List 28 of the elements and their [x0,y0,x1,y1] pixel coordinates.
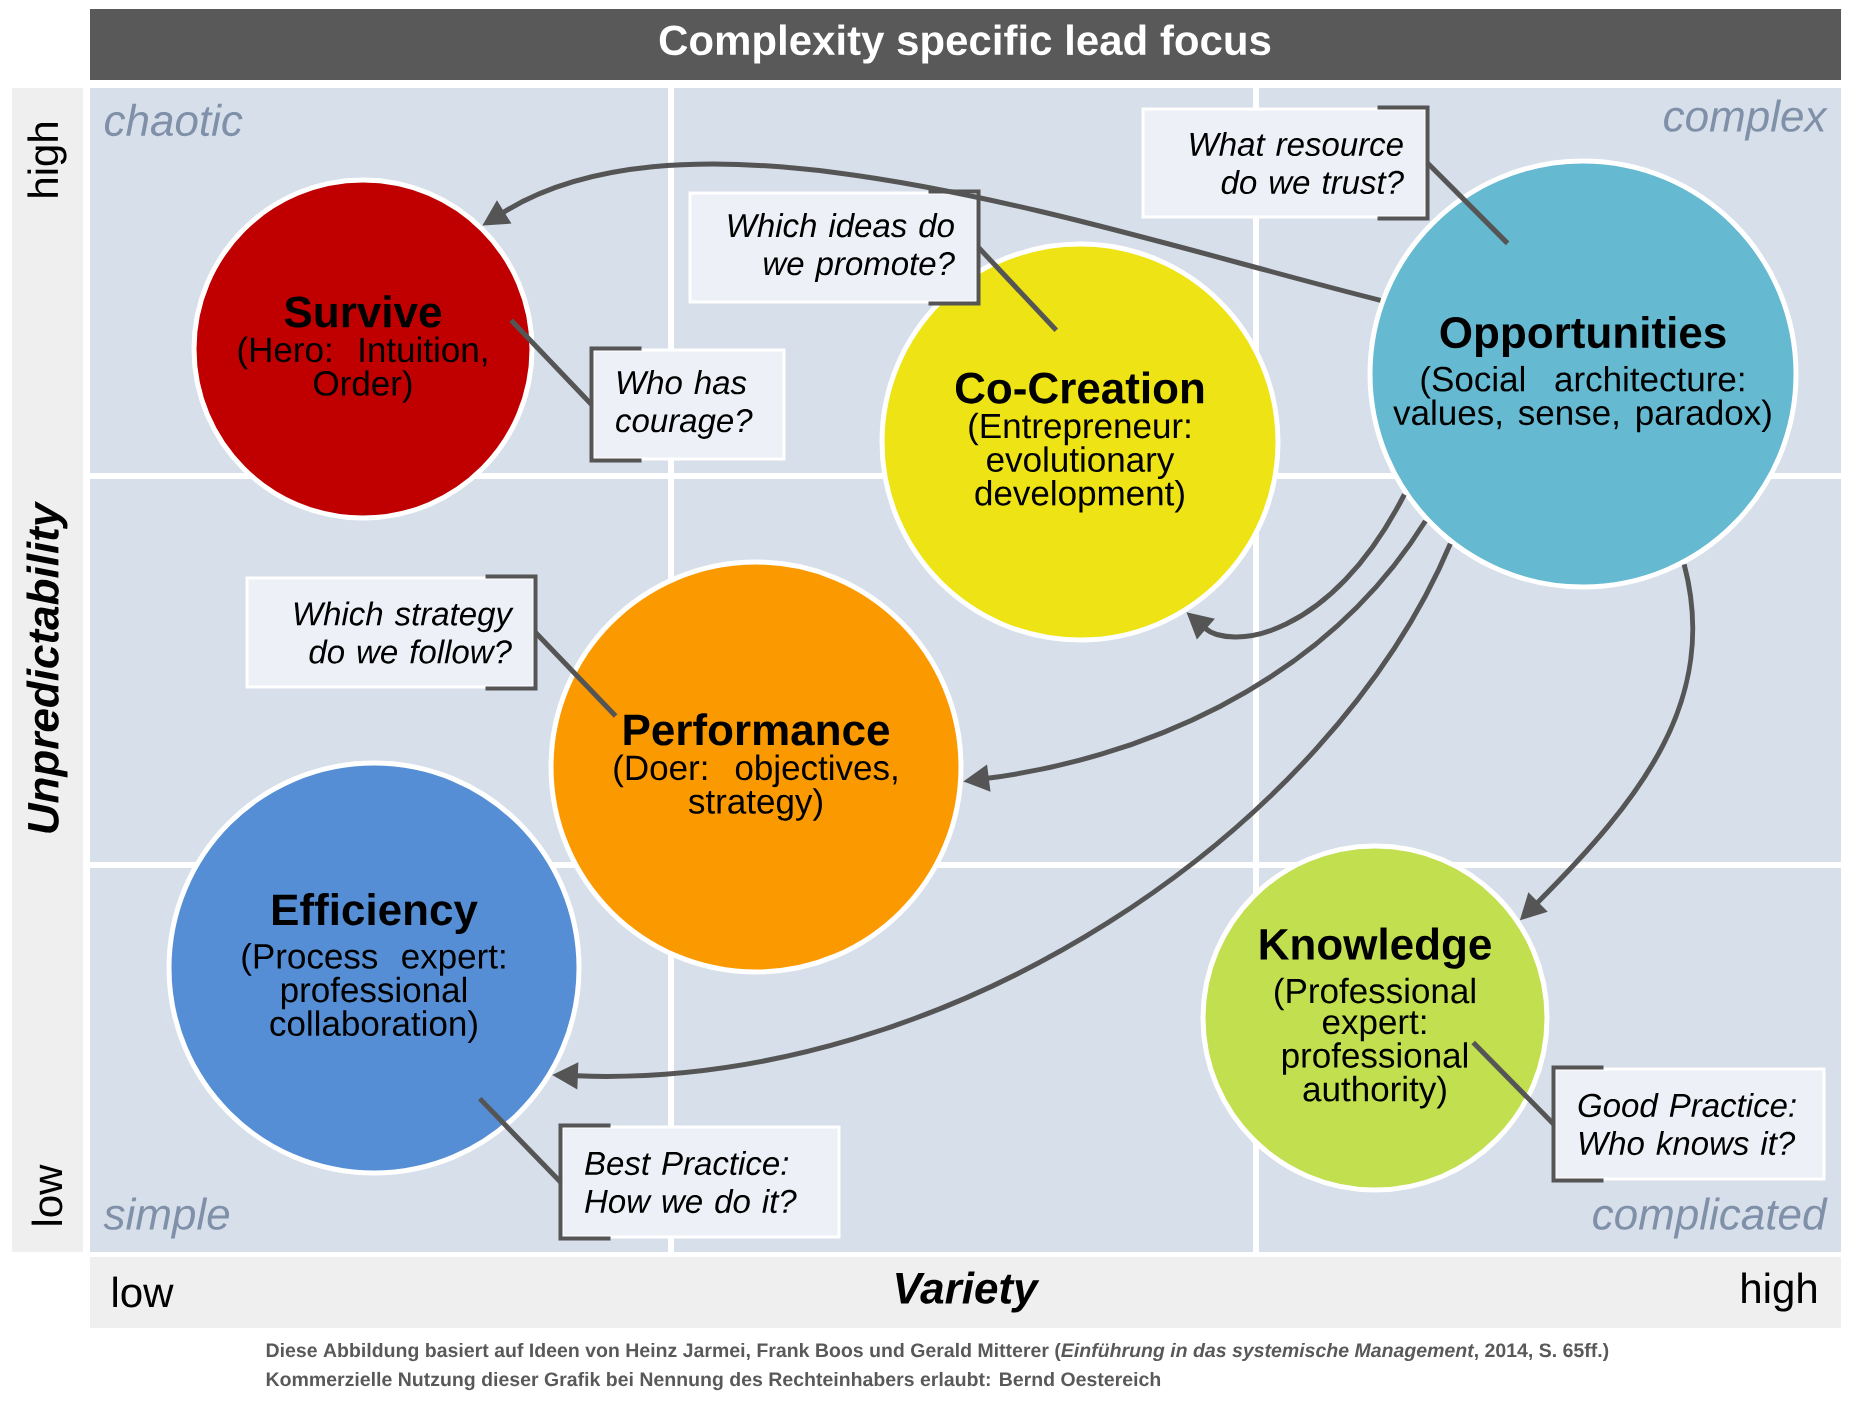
callout-box: Who has courage? [589,346,786,463]
axis-title: Unpredictability [26,500,68,833]
circle-node: Survive (Hero: Intuition, Order) [191,177,535,521]
axis-label: high [1742,1272,1816,1312]
leader-line [1471,1040,1556,1126]
circle-node: Efficiency (Process expert: professional collaboration) [166,760,582,1176]
quadrant-label: simple [103,1197,229,1239]
callout-box: Best Practice: How we do it? [558,1123,841,1241]
callout-box: Good Practice: Who knows it? [1551,1065,1826,1183]
callout-box: What resource do we trust? [1141,105,1430,221]
axis-label: low [31,1164,63,1225]
axis-title: Variety [896,1271,1040,1313]
quadrant-label: complicated [1593,1197,1828,1239]
circle-node: Performance (Doer: objectives, strategy) [548,559,964,975]
callout-box: Which ideas do we promote? [688,189,981,306]
axis-label: low [113,1276,174,1308]
callout-box: Which strategy do we follow? [245,574,538,691]
axis-label: high [27,123,67,197]
quadrant-label: chaotic [105,103,243,137]
leader-line [509,318,594,407]
title-bar: Complexity specific lead focus [90,9,1841,80]
credit-line: Kommerzielle Nutzung dieser Grafik bei Nennung des Rechteinhabers erlaubt: Bernd Oestereich [266,1371,1161,1391]
leader-line [1425,161,1510,246]
leader-line [533,630,618,718]
circle-node: Knowledge (Professional expert: professional authority) [1200,843,1550,1193]
leader-line [477,1096,563,1184]
leader-line [976,245,1059,332]
credit-line: Diese Abbildung basiert auf Ideen von Heinz Jarmei, Frank Boos und Gerald Mitterer (Einführung in das systemische Management, 2014, S. 65ff.) [266,1342,1609,1362]
